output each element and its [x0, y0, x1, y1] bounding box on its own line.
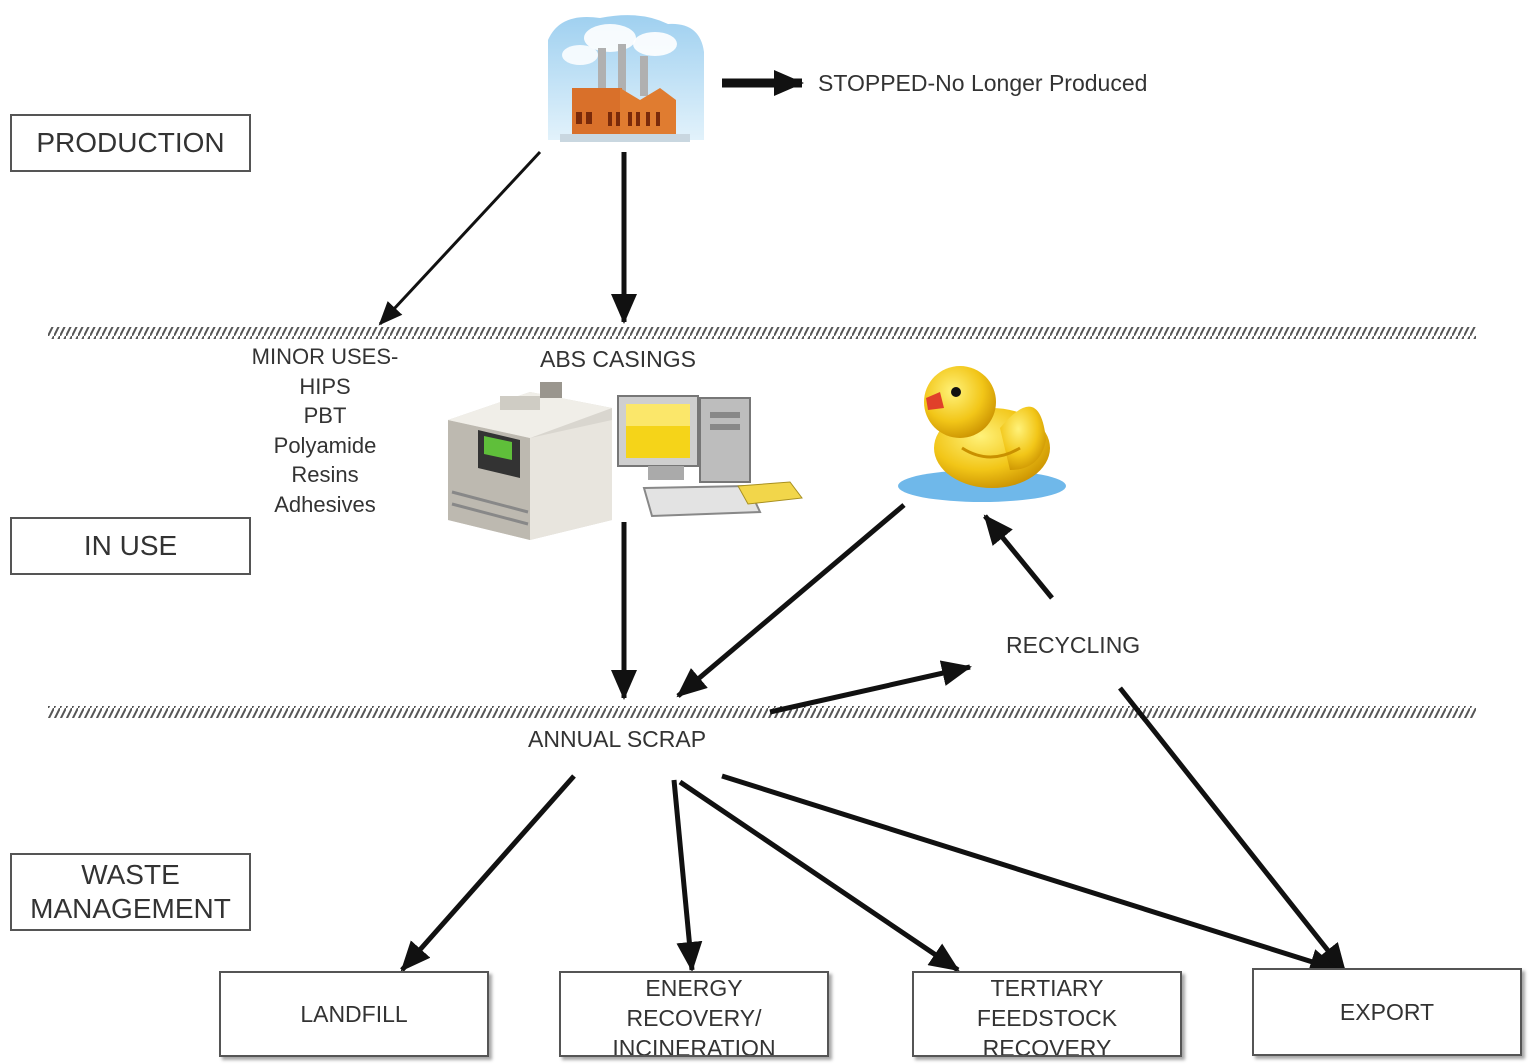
energy-line-2: RECOVERY/: [626, 1005, 762, 1031]
minor-uses-item: Resins: [291, 462, 359, 487]
energy-line-3: INCINERATION: [612, 1035, 776, 1057]
stage-waste-line-1: WASTE: [81, 859, 180, 890]
energy-line-1: ENERGY: [645, 975, 743, 1001]
minor-uses-item: Adhesives: [274, 491, 376, 517]
stage-production: PRODUCTION: [10, 114, 251, 172]
arrow-scrap-energy: [671, 779, 703, 972]
arrow-duck-scrap: [676, 503, 906, 698]
separator-production-inuse: [48, 327, 1476, 339]
landfill-label: LANDFILL: [300, 1001, 408, 1027]
stage-in-use: IN USE: [10, 517, 251, 575]
arrow-scrap-recycling: [769, 660, 972, 715]
destination-energy-recovery: ENERGY RECOVERY/ INCINERATION: [559, 971, 829, 1057]
minor-uses-item: MINOR USES-: [251, 344, 399, 369]
arrow-scrap-tertiary: [678, 779, 960, 973]
tertiary-line-3: RECOVERY: [982, 1035, 1112, 1057]
stage-in-use-label: IN USE: [83, 530, 178, 561]
separator-inuse-waste: [48, 706, 1476, 718]
destination-tertiary-feedstock: TERTIARY FEEDSTOCK RECOVERY: [912, 971, 1182, 1057]
destination-export: EXPORT: [1252, 968, 1522, 1056]
printer-icon: [448, 382, 612, 540]
arrow-production-minor-uses: [378, 150, 542, 326]
stage-waste-management: WASTE MANAGEMENT: [10, 853, 251, 931]
factory-icon: [548, 15, 704, 142]
tertiary-line-1: TERTIARY: [990, 975, 1104, 1001]
arrow-recycling-export: [1118, 686, 1347, 974]
arrow-recycling-duck: [983, 514, 1054, 600]
stage-waste-line-2: MANAGEMENT: [30, 893, 231, 924]
minor-uses-item: Polyamide: [273, 432, 377, 458]
abs-casings-label: ABS CASINGS: [540, 346, 696, 372]
flow-arrows: [378, 70, 1347, 974]
minor-uses-item: PBT: [303, 403, 347, 428]
arrow-scrap-landfill: [400, 774, 576, 972]
stopped-label: STOPPED-No Longer Produced: [818, 70, 1148, 96]
tertiary-line-2: FEEDSTOCK: [976, 1005, 1118, 1031]
export-label: EXPORT: [1339, 999, 1435, 1025]
minor-uses-item: HIPS: [299, 373, 351, 399]
annual-scrap-label: ANNUAL SCRAP: [528, 726, 707, 752]
minor-uses-list: MINOR USES- HIPS PBT Polyamide Resins Ad…: [225, 342, 425, 519]
destination-landfill: LANDFILL: [219, 971, 489, 1057]
recycling-label: RECYCLING: [1006, 632, 1141, 658]
computer-icon: [617, 395, 803, 518]
stage-production-label: PRODUCTION: [36, 127, 225, 158]
arrow-scrap-export: [721, 773, 1340, 974]
rubber-duck-icon: [898, 366, 1066, 502]
